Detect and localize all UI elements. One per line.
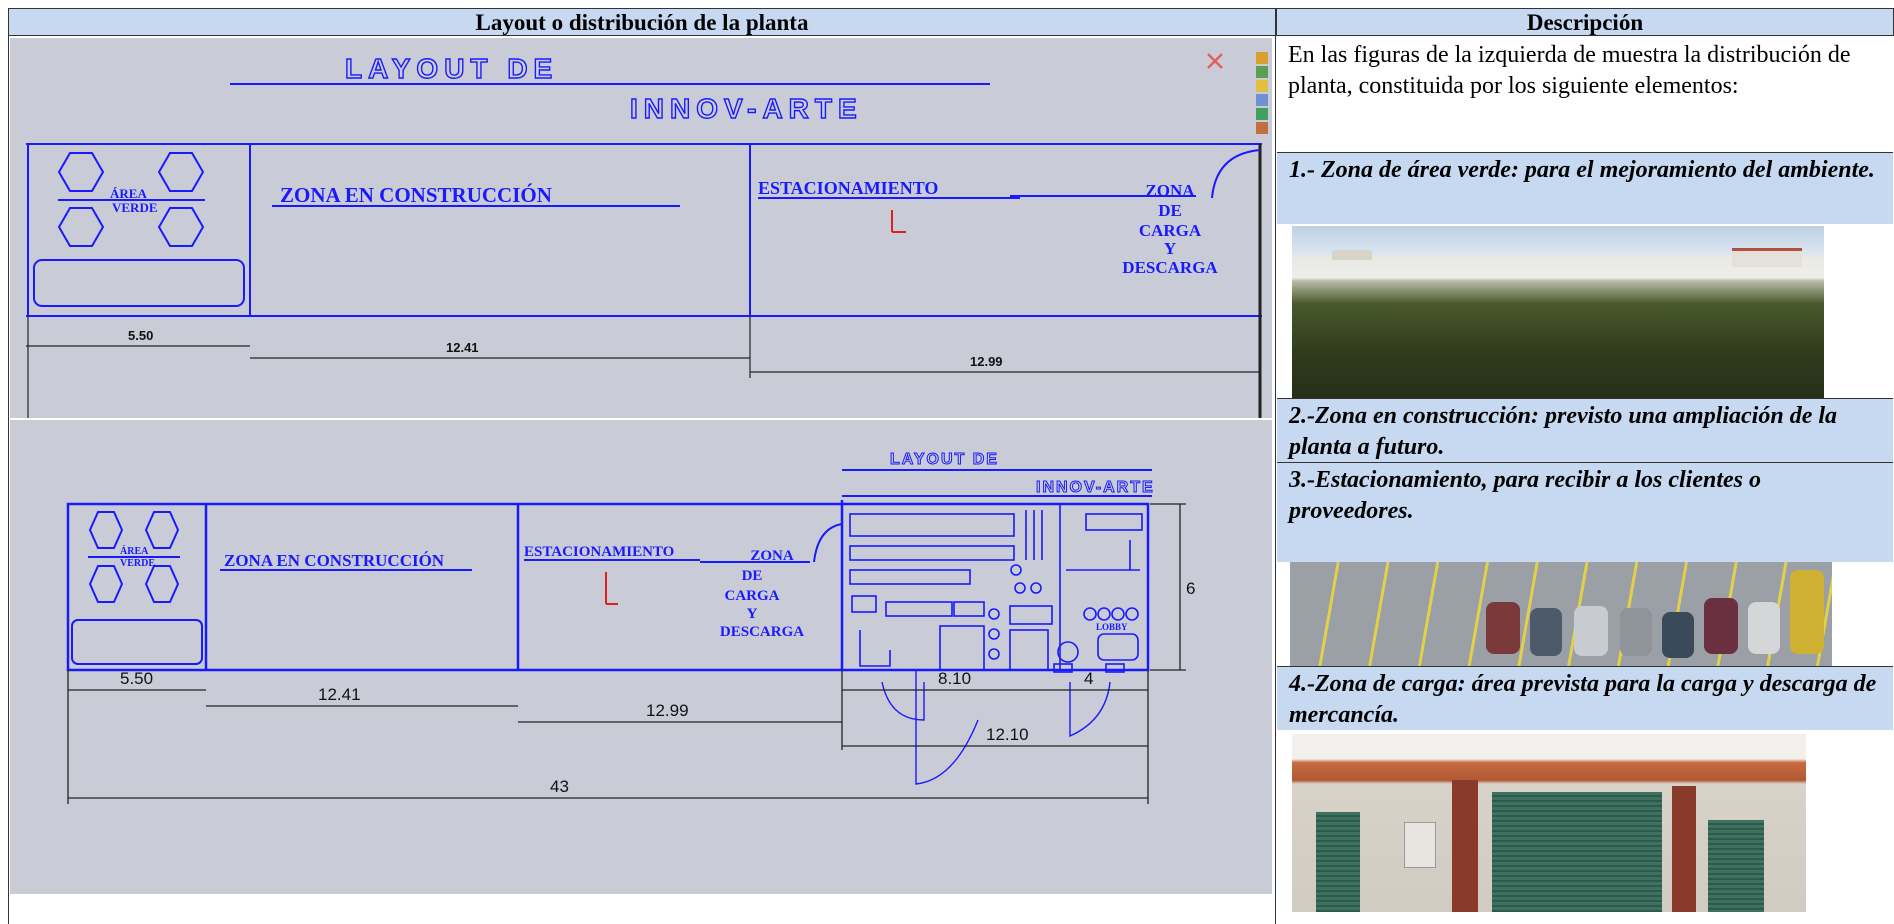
close-icon (1207, 53, 1223, 69)
top-zona-carga: ZONA DE CARGA Y DESCARGA (1122, 181, 1218, 277)
bottom-estacionamiento-label: ESTACIONAMIENTO (524, 544, 674, 560)
svg-text:Y: Y (747, 606, 758, 622)
svg-text:CARGA: CARGA (725, 588, 780, 604)
top-verde-label: VERDE (112, 200, 158, 215)
svg-text:DESCARGA: DESCARGA (720, 624, 804, 640)
photo-house-right (1732, 248, 1802, 267)
bottom-dim-2: 12.41 (318, 685, 361, 704)
bottom-construccion-label: ZONA EN CONSTRUCCIÓN (224, 551, 445, 570)
photo-car-6 (1704, 598, 1738, 654)
photo-zona-carga (1292, 734, 1806, 912)
svg-text:DESCARGA: DESCARGA (1122, 258, 1218, 277)
header-descripcion: Descripción (1276, 8, 1894, 36)
hexagons-bottom (88, 511, 180, 603)
top-estacionamiento-label: ESTACIONAMIENTO (758, 178, 938, 198)
photo-area-verde (1292, 226, 1824, 398)
top-title-line1: LAYOUT DE (345, 53, 558, 84)
photo-poster (1404, 822, 1436, 868)
cad-toolbar (1256, 52, 1268, 134)
bottom-dim-1: 5.50 (120, 669, 153, 688)
bottom-area-label: ÁREA (120, 545, 149, 557)
photo-shutter-right (1708, 820, 1764, 912)
cad-drawing-bottom: LAYOUT DE INNOV-ARTE ÁREA VERDE ZONA EN … (10, 420, 1272, 894)
photo-car-1 (1486, 602, 1520, 654)
photo-pillar-left (1452, 780, 1478, 912)
top-title-line2: INNOV-ARTE (630, 93, 863, 124)
photo-shutter-left (1316, 812, 1360, 912)
bottom-lobby-label: LOBBY (1096, 622, 1128, 632)
description-item-3: 3.-Estacionamiento, para recibir a los c… (1277, 462, 1893, 562)
svg-text:Y: Y (1164, 239, 1176, 258)
header-layout: Layout o distribución de la planta (8, 8, 1276, 36)
bottom-dim-total: 43 (550, 777, 569, 796)
description-item-4: 4.-Zona de carga: área prevista para la … (1277, 666, 1893, 730)
svg-text:ZONA: ZONA (750, 548, 794, 564)
bottom-dim-6: 12.10 (986, 725, 1029, 744)
bottom-dim-5: 4 (1084, 669, 1093, 688)
photo-car-2 (1530, 608, 1562, 656)
photo-shutter-center (1492, 792, 1662, 912)
photo-car-4 (1620, 608, 1652, 656)
svg-text:DE: DE (1158, 201, 1182, 220)
bottom-dimensions (67, 503, 1186, 804)
top-dim-2: 12.41 (446, 340, 479, 355)
description-item-1: 1.- Zona de área verde: para el mejorami… (1277, 152, 1893, 224)
svg-text:ZONA: ZONA (1145, 181, 1195, 200)
bottom-dim-3: 12.99 (646, 701, 689, 720)
bottom-zona-carga: ZONA DE CARGA Y DESCARGA (720, 548, 804, 640)
bottom-verde-label: VERDE (120, 558, 155, 569)
photo-estacionamiento (1290, 562, 1832, 666)
photo-house-left (1332, 250, 1372, 260)
svg-text:DE: DE (742, 568, 763, 584)
top-construccion-label: ZONA EN CONSTRUCCIÓN (280, 183, 552, 207)
photo-car-5 (1662, 612, 1694, 658)
description-intro: En las figuras de la izquierda de muestr… (1288, 42, 1851, 99)
description-item-2: 2.-Zona en construcción: previsto una am… (1277, 398, 1893, 462)
hexagons-top (57, 152, 205, 247)
layout-cell (8, 36, 1276, 924)
bottom-dim-4: 8.10 (938, 669, 971, 688)
top-dim-3: 12.99 (970, 354, 1003, 369)
bottom-dim-7: 6 (1186, 579, 1195, 598)
photo-car-8 (1790, 570, 1824, 654)
bottom-title-line1: LAYOUT DE (890, 451, 999, 468)
top-dim-1: 5.50 (128, 328, 153, 343)
cad-drawing-top: LAYOUT DE INNOV-ARTE (10, 38, 1272, 418)
svg-text:CARGA: CARGA (1139, 221, 1202, 240)
photo-car-3 (1574, 606, 1608, 656)
bottom-title-line2: INNOV-ARTE (1036, 479, 1155, 496)
photo-pillar-right (1672, 786, 1696, 912)
top-area-label: ÁREA (110, 186, 147, 201)
plant-interior (849, 504, 1143, 673)
photo-car-7 (1748, 602, 1780, 654)
